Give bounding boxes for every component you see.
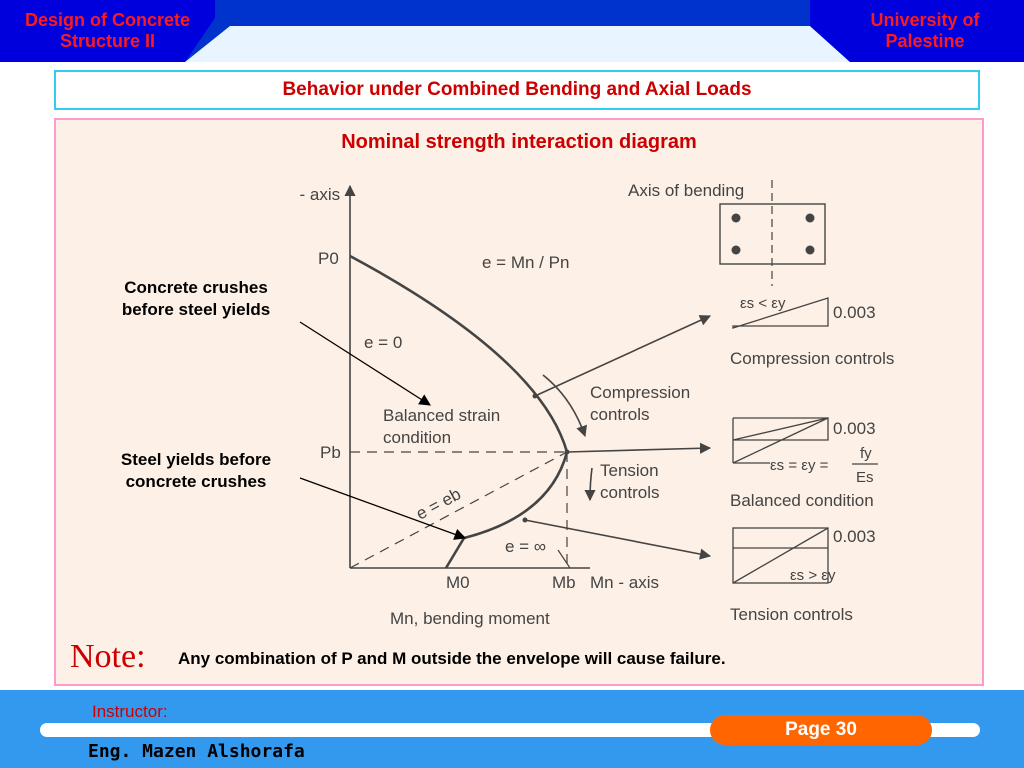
header-shape	[0, 0, 1024, 62]
university-line1: University of	[870, 10, 980, 30]
instructor-label: Instructor:	[92, 702, 168, 721]
es-eq-ey: εs = εy =	[770, 457, 829, 474]
instructor-name: Eng. Mazen Alshorafa	[88, 741, 305, 762]
caption-compression-controls: Compression controls	[730, 349, 894, 368]
fy-label: fy	[860, 445, 872, 462]
curve-compression	[349, 254, 569, 540]
strain-value-compression: 0.003	[833, 303, 876, 322]
axis-of-bending-label: Axis of bending	[628, 181, 744, 200]
e-inf-label: e = ∞	[505, 537, 546, 556]
rebar-dot	[805, 245, 815, 255]
course-title: Design of Concrete Structure II	[0, 10, 215, 52]
note-text: Any combination of P and M outside the e…	[178, 649, 726, 668]
es-label: Es	[856, 469, 874, 486]
e-zero-label: e = 0	[364, 333, 402, 352]
content-panel	[54, 118, 984, 686]
university-line2: Palestine	[885, 31, 965, 51]
leader-arrow-yield	[299, 477, 467, 540]
curved-arrow-tension	[584, 467, 596, 502]
leader-arrow-crush	[299, 321, 431, 406]
strain-value-balanced: 0.003	[833, 419, 876, 438]
es-lt-ey: εs < εy	[740, 295, 786, 312]
pb-label: Pb	[320, 443, 341, 462]
curved-arrow-compression	[542, 374, 588, 438]
page-number-badge: Page 30	[710, 715, 932, 745]
balanced-strain-label: Balanced strain	[383, 406, 500, 425]
bending-moment-label: Mn, bending moment	[390, 609, 550, 628]
compression-controls-label-2: controls	[590, 405, 650, 424]
curve-tension	[444, 537, 466, 569]
note-heading: Note:	[70, 638, 146, 675]
label-concrete-crushes: Concrete crushes before steel yields	[80, 277, 312, 321]
mb-label: Mb	[552, 573, 576, 592]
strain-value-tension: 0.003	[833, 527, 876, 546]
condition-label: condition	[383, 428, 451, 447]
tension-controls-label-2: controls	[600, 483, 660, 502]
p0-label: P0	[318, 249, 339, 268]
label-concrete-crushes-line2: before steel yields	[121, 300, 271, 319]
rebar-dot	[805, 213, 815, 223]
strain-compression	[732, 297, 829, 329]
tension-controls-label-1: Tension	[600, 461, 659, 480]
interaction-diagram: Pn - axis P0 Pb M0 Mb Mn - axis Mn, bend…	[300, 180, 894, 628]
balanced-eccentricity-line	[349, 451, 568, 569]
label-steel-yields-line1: Steel yields before	[120, 450, 272, 469]
arrow-compression	[534, 315, 712, 397]
arrow-tension	[524, 519, 712, 560]
reinforcement-bars	[522, 213, 815, 523]
arrow-balanced	[566, 442, 712, 454]
e-formula: e = Mn / Pn	[482, 253, 569, 272]
diagram-title: Nominal strength interaction diagram	[341, 131, 697, 153]
label-steel-yields-line2: concrete crushes	[125, 472, 267, 491]
x-axis-label: Mn - axis	[590, 573, 659, 592]
university-name: University of Palestine	[830, 10, 1020, 52]
rebar-dot	[731, 245, 741, 255]
rebar-dot	[731, 213, 741, 223]
compression-controls-label-1: Compression	[590, 383, 690, 402]
label-concrete-crushes-line1: Concrete crushes	[124, 278, 268, 297]
strain-tension-box	[732, 527, 829, 584]
slide-title-box: Behavior under Combined Bending and Axia…	[54, 70, 980, 110]
m0-label: M0	[446, 573, 470, 592]
y-axis-label: Pn - axis	[300, 185, 340, 204]
caption-balanced-condition: Balanced condition	[730, 491, 874, 510]
course-title-line1: Design of Concrete	[24, 10, 191, 30]
caption-tension-controls: Tension controls	[730, 605, 853, 624]
slide-title: Behavior under Combined Bending and Axia…	[282, 79, 752, 100]
label-steel-yields: Steel yields before concrete crushes	[80, 449, 312, 493]
course-title-line2: Structure II	[59, 31, 156, 51]
es-gt-ey: εs > εy	[790, 567, 836, 584]
